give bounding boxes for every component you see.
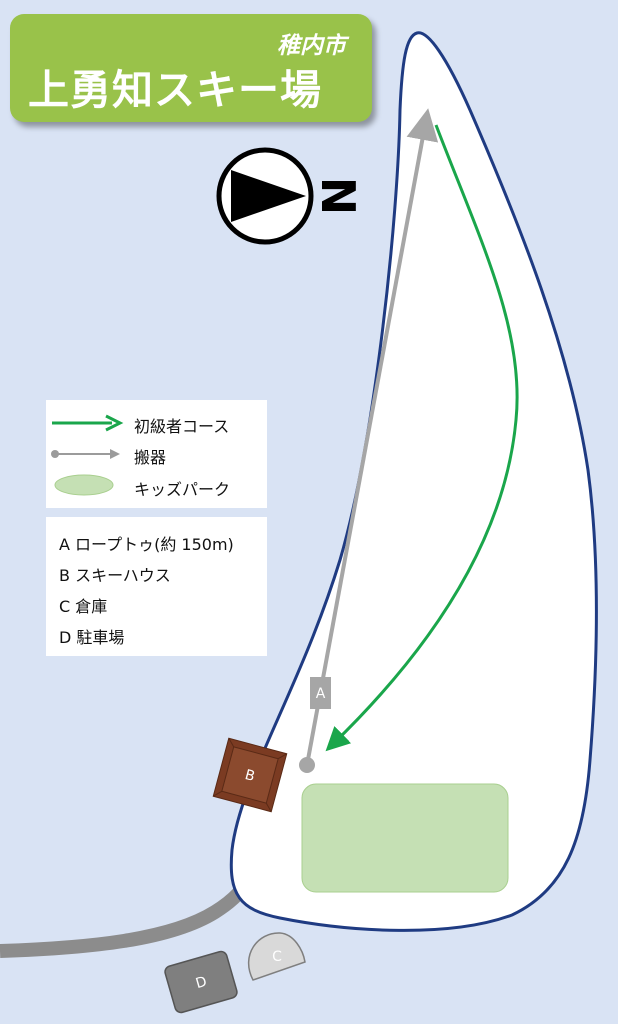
legend-label-course: 初級者コース: [134, 417, 230, 436]
rope-tow-marker-label: A: [316, 686, 326, 702]
legend-symbols: 初級者コース 搬器 キッズパーク: [46, 400, 267, 508]
legend-label-kids-park: キッズパーク: [134, 480, 231, 499]
ski-house-label: B: [243, 767, 256, 785]
green-arrow-icon: [52, 414, 124, 432]
ski-house-building: B: [212, 737, 288, 813]
north-pointer-icon: [231, 170, 306, 222]
page-title: 上勇知スキー場: [28, 66, 322, 114]
storage-building: C: [247, 932, 306, 981]
north-arrow-compass: N: [216, 147, 365, 245]
beginner-course-arrow: [325, 124, 519, 752]
access-road: [0, 866, 258, 958]
gray-lift-arrow-icon: [51, 449, 120, 459]
legend-item-kids-park: キッズパーク: [46, 471, 267, 501]
rope-tow-base-station: [299, 757, 315, 773]
facility-ski-house: B スキーハウス: [59, 566, 171, 585]
parking-lot: D: [164, 950, 238, 1014]
legend-facilities: A ロープトゥ(約 150m) B スキーハウス C 倉庫 D 駐車場: [46, 517, 267, 656]
legend-item-course: 初級者コース: [46, 408, 267, 438]
rope-tow-line: [305, 108, 439, 766]
storage-label: C: [272, 949, 282, 965]
facility-rope-tow: A ロープトゥ(約 150m): [59, 535, 234, 554]
kids-park-area: [301, 783, 509, 893]
legend-item-lift: 搬器: [46, 439, 267, 469]
rope-tow-marker: [310, 677, 331, 709]
legend-label-lift: 搬器: [134, 448, 167, 467]
facility-parking: D 駐車場: [59, 628, 125, 647]
facility-storage: C 倉庫: [59, 597, 108, 616]
north-label: N: [311, 177, 365, 216]
green-ellipse-icon: [54, 474, 114, 496]
parking-label: D: [194, 974, 209, 992]
title-banner: 稚内市 上勇知スキー場: [10, 14, 372, 122]
city-name: 稚内市: [277, 33, 346, 59]
